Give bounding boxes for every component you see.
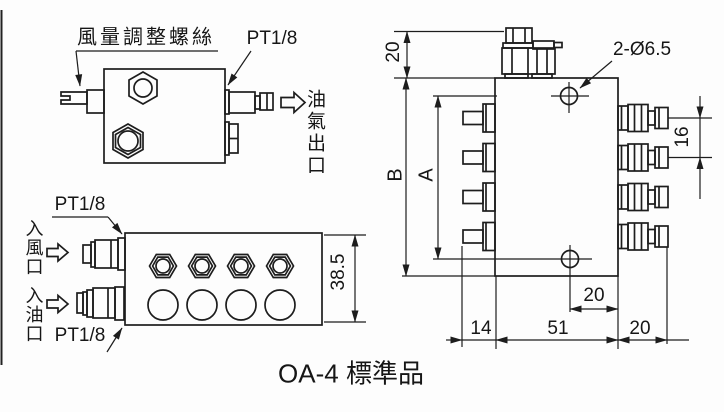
side-view-lineart: [394, 27, 712, 349]
air-inlet-label: 入風口: [23, 219, 44, 276]
oil-air-outlet-label: 油氣出口: [303, 89, 325, 177]
oil-inlet-flow-arrow: [46, 293, 70, 315]
dim-hole-edge-20: 20: [583, 285, 605, 307]
oil-port-label: PT1/8: [54, 325, 106, 347]
front-view-lineart: [46, 216, 366, 353]
top-view-port-label: PT1/8: [246, 28, 298, 50]
dim-letter-a: A: [415, 168, 438, 182]
air-port-label: PT1/8: [54, 194, 106, 216]
dim-right-20: 20: [629, 318, 651, 340]
dim-left-14: 14: [470, 318, 492, 340]
dim-width-51: 51: [547, 318, 569, 340]
dim-height-38-5: 38.5: [328, 253, 350, 291]
air-inlet-flow-arrow: [46, 242, 70, 263]
drawing-title: OA-4 標準品: [278, 358, 424, 389]
outlet-flow-arrow: [280, 90, 307, 115]
adjustment-screw: [60, 91, 88, 105]
dim-top-offset-20: 20: [383, 41, 405, 63]
air-adjust-screw-label: 風量調整螺絲: [77, 26, 215, 49]
oil-inlet-label: 入油口: [23, 286, 44, 343]
dim-port-pitch-16: 16: [672, 126, 694, 148]
hole-callout-label: 2-Ø6.5: [612, 39, 672, 61]
top-view-lineart: [60, 50, 307, 164]
dim-letter-b: B: [384, 168, 407, 182]
